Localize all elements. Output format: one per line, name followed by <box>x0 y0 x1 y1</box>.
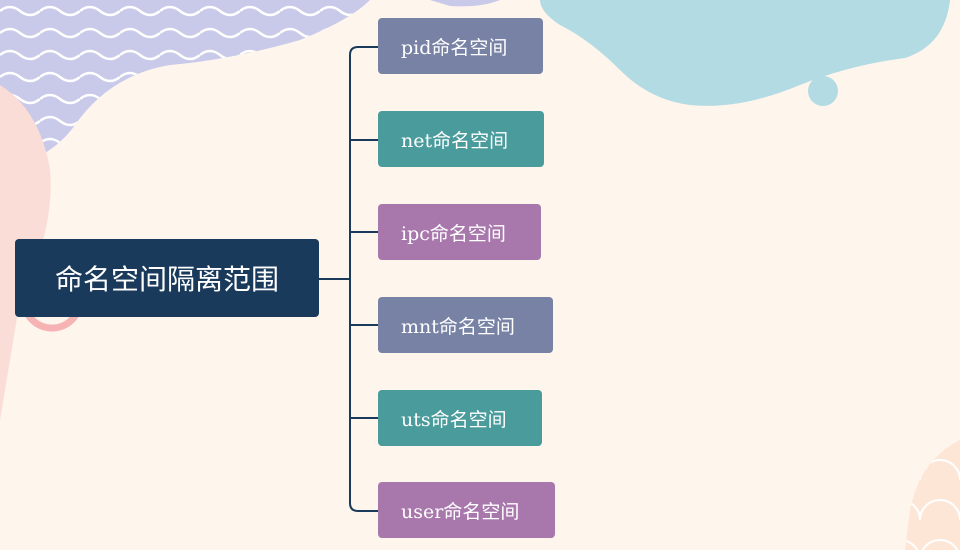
child-node-user[interactable]: user命名空间 <box>378 482 555 538</box>
blue-blob <box>540 0 950 106</box>
peach-blob <box>905 440 960 550</box>
child-node-label: uts命名空间 <box>401 408 507 431</box>
child-node-uts[interactable]: uts命名空间 <box>378 390 542 446</box>
lavender-blob <box>0 0 500 170</box>
root-node-label: 命名空间隔离范围 <box>54 263 279 296</box>
child-node-label: ipc命名空间 <box>401 222 506 245</box>
child-node-label: net命名空间 <box>401 129 509 152</box>
root-node[interactable]: 命名空间隔离范围 <box>15 239 319 317</box>
child-node-ipc[interactable]: ipc命名空间 <box>378 204 541 260</box>
child-node-label: pid命名空间 <box>401 36 508 59</box>
child-node-net[interactable]: net命名空间 <box>378 111 544 167</box>
child-node-label: mnt命名空间 <box>401 315 515 338</box>
child-node-label: user命名空间 <box>401 500 520 523</box>
connector-lines <box>319 46 378 512</box>
child-node-mnt[interactable]: mnt命名空间 <box>378 297 553 353</box>
blue-dot <box>808 76 838 106</box>
child-node-pid[interactable]: pid命名空间 <box>378 18 543 74</box>
